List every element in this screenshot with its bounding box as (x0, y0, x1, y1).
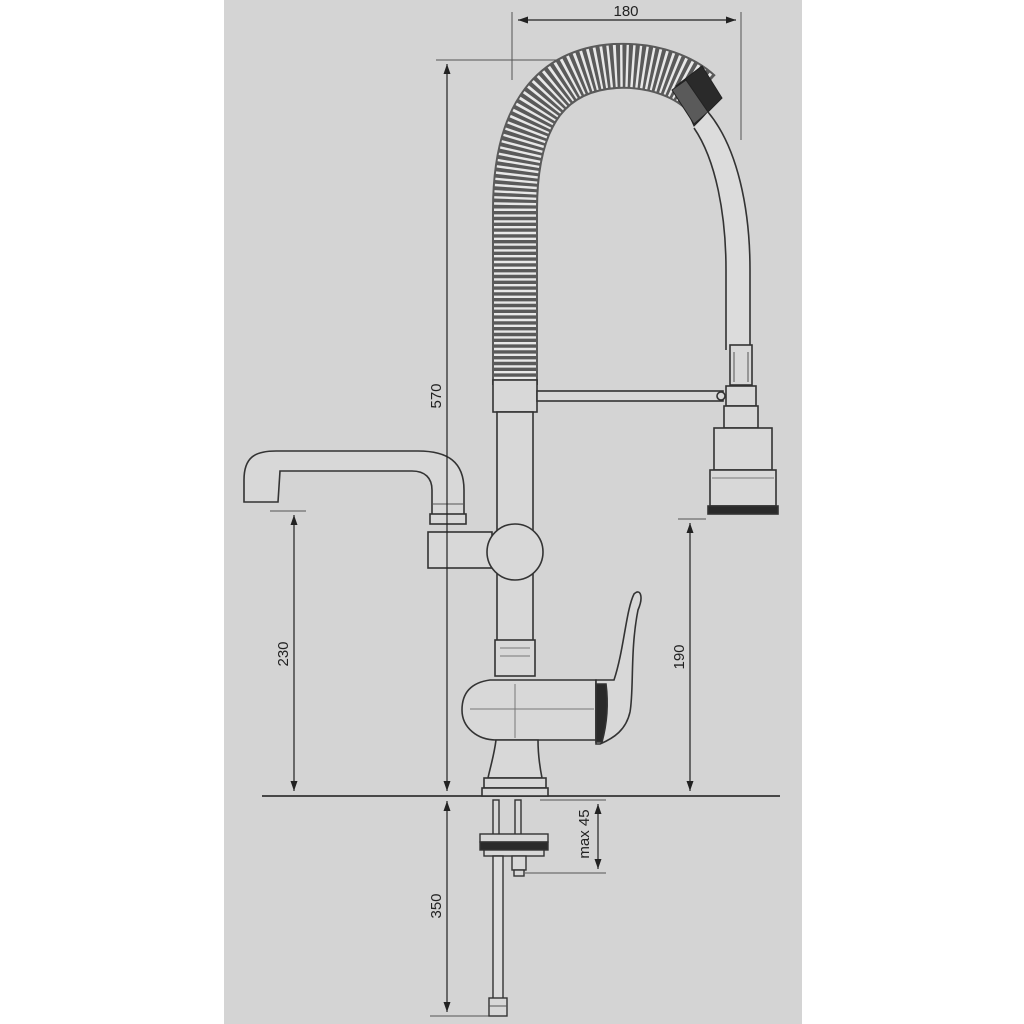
dim-label-height: 570 (428, 383, 445, 408)
dim-label-max-thickness: max 45 (576, 809, 593, 858)
spring-coil-turns (494, 44, 715, 385)
lever-handle (595, 591, 642, 745)
dim-label-spray-height: 190 (671, 644, 688, 669)
support-arm (536, 390, 726, 402)
spray-head (707, 344, 779, 515)
spray-hose (693, 111, 751, 350)
dim-label-width: 180 (613, 3, 638, 20)
extension-lines (270, 12, 742, 1017)
dimension-lines (290, 16, 736, 1012)
diverter-knob (486, 523, 544, 581)
mixer-body (461, 679, 597, 797)
under-deck-fittings (479, 799, 549, 1017)
dim-label-below-deck: 350 (428, 893, 445, 918)
dim-label-spout-height: 230 (275, 641, 292, 666)
